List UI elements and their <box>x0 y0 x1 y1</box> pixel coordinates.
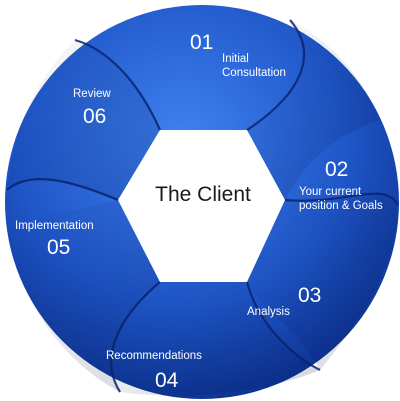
step-01: 01 Initial Consultation <box>190 31 286 79</box>
step-label-line: Implementation <box>15 220 94 232</box>
step-label-line: Initial <box>222 53 249 65</box>
step-04: Recommendations 04 <box>106 350 202 392</box>
step-number: 04 <box>155 369 179 392</box>
step-label-line: position & Goals <box>299 200 383 212</box>
step-06: Review 06 <box>73 88 111 128</box>
step-label-line: Review <box>73 88 111 100</box>
segment-shading <box>7 20 398 396</box>
step-label-line: Recommendations <box>106 350 202 362</box>
center-label: The Client <box>155 183 251 206</box>
center-hexagon <box>118 130 285 282</box>
step-label-line: Your current <box>299 186 362 198</box>
step-number: 02 <box>325 158 348 181</box>
step-05: Implementation 05 <box>15 220 94 259</box>
step-02: 02 Your current position & Goals <box>299 158 383 212</box>
step-number: 06 <box>83 105 106 128</box>
step-number: 05 <box>47 236 70 259</box>
step-label-line: Analysis <box>247 306 290 318</box>
step-label-line: Consultation <box>222 67 286 79</box>
step-03: 03 Analysis <box>247 284 321 318</box>
step-number: 03 <box>298 284 321 307</box>
step-number: 01 <box>190 31 213 54</box>
